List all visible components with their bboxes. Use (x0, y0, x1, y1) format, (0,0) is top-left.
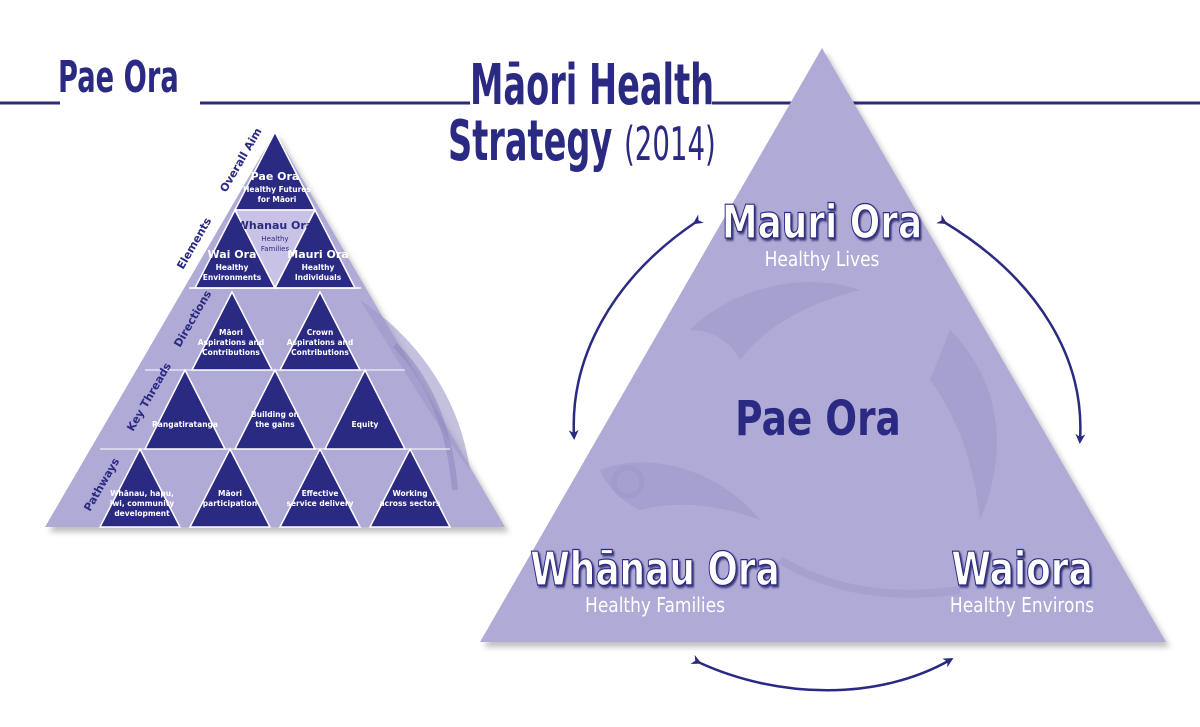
pathway-whanau-triangle (98, 447, 182, 528)
cycle-arrow-bottom (690, 654, 954, 692)
big-left-title: Whānau Ora (530, 543, 780, 597)
pathway-whanau-line1: Whānau, hapu, (110, 489, 174, 498)
whanau-ora-line1: Healthy (261, 235, 288, 243)
mauri-ora-line1: Healthy (302, 263, 335, 272)
direction-maori-line2: Aspirations and (198, 338, 264, 347)
main-title-strategy: Strategy (448, 109, 613, 174)
small-pyramid-pattern-2 (392, 342, 458, 491)
direction-crown-line3: Contributions (291, 348, 349, 357)
pathway-working-triangle (368, 447, 452, 528)
apex-line1: Healthy Futures (243, 185, 311, 194)
big-top-subtitle: Healthy Lives (765, 249, 880, 272)
mauri-ora-line2: Individuals (295, 273, 342, 282)
pathway-working-line2: across sectors (380, 499, 441, 508)
direction-maori-line3: Contributions (202, 348, 260, 357)
pathway-participation-line2: participation (203, 499, 257, 508)
cycle-arrow-left (568, 214, 704, 440)
pathway-effective-triangle (278, 447, 362, 528)
direction-crown-line2: Aspirations and (287, 338, 353, 347)
main-title-line1: Māori Health (470, 53, 715, 118)
small-pyramid: Overall Aim Elements Directions Key Thre… (45, 126, 505, 528)
big-right-title: Waiora (951, 543, 1092, 597)
wai-ora-line2: Environments (203, 273, 262, 282)
koru-pattern-top (690, 282, 860, 360)
pathway-effective-line1: Effective (302, 489, 339, 498)
koru-spiral (611, 465, 645, 499)
thread-equity: Equity (352, 420, 379, 429)
whanau-ora-title: Whanau Ora (237, 219, 314, 232)
apex-title: Pae Ora (251, 170, 300, 183)
whanau-ora-line2: Families (261, 245, 290, 253)
pathway-whanau-line3: development (114, 509, 170, 518)
koru-pattern-bottom (777, 556, 961, 598)
wai-ora-title: Wai Ora (208, 248, 257, 261)
pathway-whanau-line2: iwi, community (110, 499, 175, 508)
left-title: Pae Ora (58, 52, 179, 103)
direction-maori-line1: Māori (219, 328, 243, 337)
main-title-line2: Strategy (2014) (448, 114, 716, 170)
pathway-working-line1: Working (392, 489, 427, 498)
pathway-participation-triangle (188, 447, 272, 528)
thread-rangatiratanga: Rangatiratanga (152, 420, 218, 429)
mauri-ora-title: Mauri Ora (287, 248, 348, 261)
big-left-subtitle: Healthy Families (585, 595, 725, 618)
apex-line2: for Māori (258, 195, 297, 204)
main-title-year: (2014) (624, 117, 716, 171)
big-top-title: Mauri Ora (722, 196, 922, 250)
direction-crown-line1: Crown (307, 328, 334, 337)
thread-building-line1: Building on (251, 410, 299, 419)
pathway-participation-line1: Māori (218, 489, 242, 498)
big-triangle: Mauri Ora Healthy Lives Pae Ora Whānau O… (480, 48, 1166, 692)
big-right-subtitle: Healthy Environs (950, 595, 1094, 618)
pathway-effective-line2: service delivery (286, 499, 353, 508)
big-center-title: Pae Ora (735, 392, 901, 448)
thread-building-line2: the gains (255, 420, 295, 429)
wai-ora-line1: Healthy (216, 263, 249, 272)
cycle-arrow-right (936, 214, 1086, 444)
